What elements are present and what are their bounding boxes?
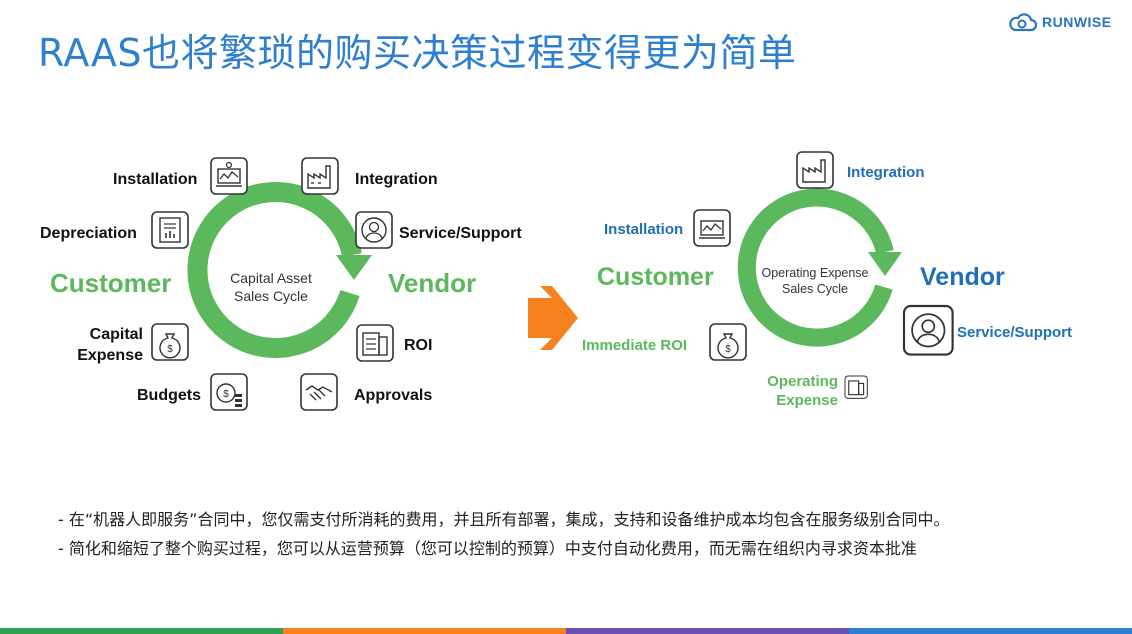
left-service-support-label: Service/Support bbox=[399, 225, 522, 242]
right-service-support-icon bbox=[902, 304, 954, 356]
bottom-color-bar bbox=[0, 628, 1132, 634]
right-immediate-roi-label: Immediate ROI bbox=[582, 337, 687, 354]
roi-icon bbox=[356, 324, 394, 362]
right-installation-label: Installation bbox=[604, 221, 683, 238]
right-installation-icon bbox=[693, 209, 731, 247]
bar-segment-purple bbox=[566, 628, 849, 634]
integration-icon bbox=[301, 157, 339, 195]
bullet-item-1: - 在“机器人即服务”合同中，您仅需支付所消耗的费用，并且所有部署，集成，支持和… bbox=[58, 510, 950, 529]
logo: RUNWISE bbox=[1008, 10, 1112, 34]
right-calculator-icon bbox=[844, 375, 868, 399]
bullet-item-2: - 简化和缩短了整个购买过程，您可以从运营预算（您可以控制的预算）中支付自动化费… bbox=[58, 539, 917, 558]
right-customer: Customer bbox=[597, 263, 714, 291]
right-integration-icon bbox=[796, 151, 834, 189]
left-cycle-ring bbox=[187, 182, 362, 358]
service-support-icon bbox=[355, 211, 393, 249]
svg-text:$: $ bbox=[167, 344, 173, 355]
right-cycle-arrowhead bbox=[868, 252, 902, 276]
installation-icon bbox=[210, 157, 248, 195]
right-operating-line2: Expense bbox=[776, 392, 838, 409]
money-bag-icon: $ bbox=[151, 323, 189, 361]
right-service-support-label: Service/Support bbox=[957, 324, 1072, 341]
logo-text: RUNWISE bbox=[1042, 14, 1112, 30]
left-cycle: Capital Asset Sales Cycle Customer Vendo… bbox=[40, 157, 522, 411]
svg-text:$: $ bbox=[725, 344, 731, 355]
bar-segment-blue bbox=[849, 628, 1132, 634]
left-capital-line1: Capital bbox=[90, 326, 143, 343]
left-integration-label: Integration bbox=[355, 171, 438, 188]
left-depreciation-label: Depreciation bbox=[40, 225, 137, 242]
transition-arrow bbox=[528, 286, 578, 350]
bullet-list: - 在“机器人即服务”合同中，您仅需支付所消耗的费用，并且所有部署，集成，支持和… bbox=[58, 505, 949, 563]
right-cycle-ring bbox=[737, 188, 894, 347]
page-title: RAAS也将繁琐的购买决策过程变得更为简单 bbox=[38, 31, 797, 75]
bar-segment-green bbox=[0, 628, 283, 634]
left-roi-label: ROI bbox=[404, 337, 432, 354]
left-approvals-label: Approvals bbox=[354, 387, 432, 404]
left-budgets-label: Budgets bbox=[137, 387, 201, 404]
left-capital-line2: Expense bbox=[77, 347, 143, 364]
left-center-line1: Capital Asset bbox=[230, 270, 312, 286]
left-cycle-arrowhead bbox=[336, 255, 372, 280]
right-operating-line1: Operating bbox=[767, 373, 838, 390]
left-center-line2: Sales Cycle bbox=[234, 288, 308, 304]
right-money-bag-icon: $ bbox=[709, 323, 747, 361]
left-vendor: Vendor bbox=[388, 268, 476, 298]
right-cycle: Operating Expense Sales Cycle Customer V… bbox=[582, 151, 1072, 409]
bar-segment-orange bbox=[283, 628, 566, 634]
right-vendor: Vendor bbox=[920, 263, 1005, 291]
right-center-line1: Operating Expense bbox=[761, 266, 868, 280]
left-customer: Customer bbox=[50, 268, 171, 298]
handshake-icon bbox=[300, 373, 338, 411]
left-installation-label: Installation bbox=[113, 171, 197, 188]
budgets-icon: $ bbox=[210, 373, 248, 411]
right-center-line2: Sales Cycle bbox=[782, 282, 848, 296]
depreciation-icon bbox=[151, 211, 189, 249]
cloud-gear-icon bbox=[1009, 13, 1038, 32]
svg-text:$: $ bbox=[223, 389, 229, 400]
right-integration-label: Integration bbox=[847, 164, 925, 181]
